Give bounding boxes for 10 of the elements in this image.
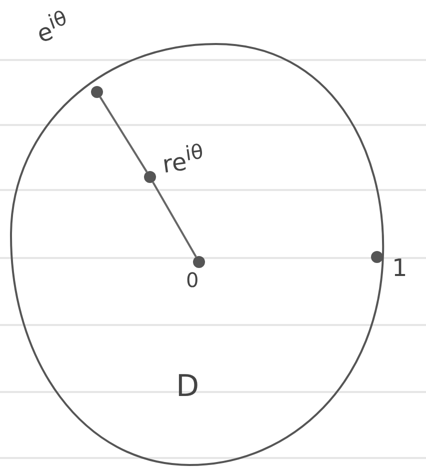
point-dot — [144, 171, 156, 183]
point-dot — [371, 251, 383, 263]
point-label: 0 — [186, 270, 199, 290]
point-dot — [193, 256, 205, 268]
line-segment — [152, 182, 197, 258]
point-label: re$^{iθ}$ — [160, 141, 206, 177]
line-segment — [99, 96, 148, 172]
point-dot — [91, 86, 103, 98]
region-label: D — [176, 372, 200, 402]
point-label: 1 — [392, 256, 408, 280]
